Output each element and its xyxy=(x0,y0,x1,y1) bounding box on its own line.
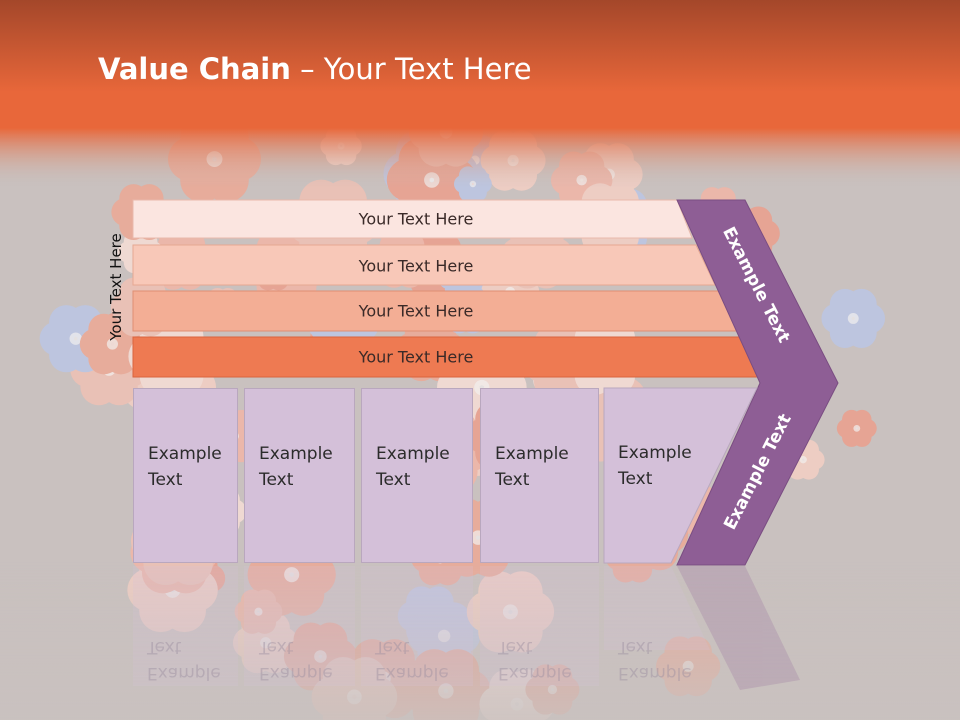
reflection xyxy=(133,566,800,690)
box-line2: Text xyxy=(148,470,183,490)
box-shape-5 xyxy=(603,387,758,564)
box-line1: Example xyxy=(495,444,569,464)
box-line1: Example xyxy=(618,443,692,463)
row-shape-2 xyxy=(132,244,716,286)
title-rest: – Your Text Here xyxy=(290,52,532,86)
box-line1: Example xyxy=(259,444,333,464)
row-shape-1 xyxy=(132,199,693,239)
side-label: Your Text Here xyxy=(107,233,125,341)
page-title: Value Chain – Your Text Here xyxy=(98,52,532,86)
row-label-2: Your Text Here xyxy=(358,256,474,276)
chevron-arrow xyxy=(676,199,839,566)
box-line2: Text xyxy=(495,470,530,490)
box-line1: Example xyxy=(376,444,450,464)
bottom-fade xyxy=(0,560,960,720)
title-bold: Value Chain xyxy=(98,52,291,86)
box-line1: Example xyxy=(148,444,222,464)
header-band xyxy=(0,0,960,128)
row-label-4: Your Text Here xyxy=(358,347,474,367)
row-label-3: Your Text Here xyxy=(358,301,474,321)
row-label-1: Your Text Here xyxy=(358,209,474,229)
header-fade xyxy=(0,128,960,188)
box-line2: Text xyxy=(259,470,294,490)
flower-decoration xyxy=(836,409,877,447)
box-line2: Text xyxy=(618,469,653,489)
box-line2: Text xyxy=(376,470,411,490)
flower-decoration xyxy=(821,288,886,349)
